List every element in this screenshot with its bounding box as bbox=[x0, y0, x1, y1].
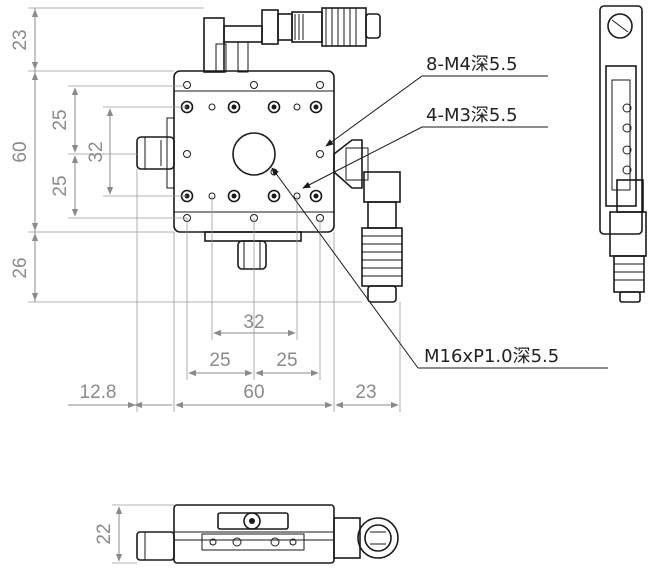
dim-top-stage-height: 23 bbox=[10, 29, 31, 50]
dim-side-view-height: 22 bbox=[94, 523, 115, 544]
dim-hole-spacing-bottom-right: 25 bbox=[276, 350, 297, 371]
top-view bbox=[136, 7, 403, 303]
right-micrometer bbox=[333, 139, 403, 303]
dim-micrometer-width: 23 bbox=[355, 382, 376, 403]
m3-holes bbox=[208, 103, 301, 200]
dim-plate-height: 60 bbox=[10, 141, 31, 162]
edge-holes bbox=[183, 81, 324, 222]
dim-micrometer-height: 26 bbox=[10, 257, 31, 278]
bottom-clamp bbox=[204, 231, 302, 270]
front-view-bottom bbox=[136, 504, 399, 564]
dim-hole-pitch-vertical: 32 bbox=[86, 141, 107, 162]
side-view-right bbox=[599, 5, 647, 303]
note-center-thread: M16xP1.0深5.5 bbox=[424, 346, 559, 367]
note-m4-holes: 8-M4深5.5 bbox=[426, 54, 518, 75]
dim-hole-pitch-horizontal: 32 bbox=[243, 312, 264, 333]
dim-hole-spacing-upper: 25 bbox=[50, 109, 71, 130]
left-knob bbox=[136, 117, 175, 189]
dim-hole-spacing-lower: 25 bbox=[50, 175, 71, 196]
dim-knob-offset: 12.8 bbox=[80, 382, 117, 403]
center-thread-hole bbox=[232, 132, 276, 176]
top-micrometer bbox=[203, 7, 381, 73]
stage-plate bbox=[173, 70, 335, 233]
dim-plate-width: 60 bbox=[243, 382, 264, 403]
dim-hole-spacing-bottom-left: 25 bbox=[209, 350, 230, 371]
note-m3-holes: 4-M3深5.5 bbox=[426, 105, 518, 126]
m4-holes bbox=[180, 100, 323, 203]
